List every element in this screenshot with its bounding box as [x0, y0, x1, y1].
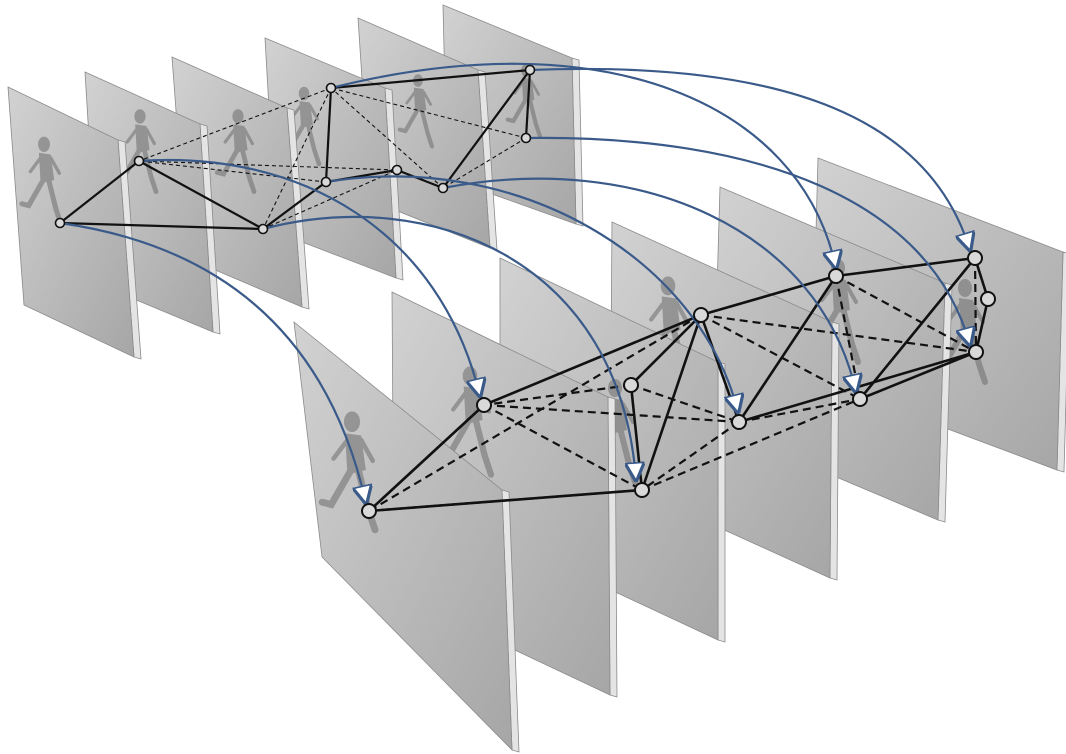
- graph-node-icon: [623, 377, 639, 393]
- upper-graph-edges: [59, 68, 532, 231]
- runner-arms: [405, 90, 432, 106]
- runner-head: [343, 411, 361, 433]
- runner-arms: [125, 127, 157, 146]
- runner-silhouette-icon: [214, 109, 257, 195]
- lower-dashed-edge: [738, 397, 861, 424]
- upper-solid-edge: [59, 221, 264, 231]
- graph-node-icon: [967, 250, 983, 266]
- graph-node-icon: [731, 414, 747, 430]
- runner-arms: [223, 127, 255, 146]
- lower-solid-edge: [700, 274, 837, 317]
- graph-node-icon: [320, 176, 332, 188]
- runner-legs: [397, 109, 435, 149]
- lower-dashed-edge: [700, 314, 861, 400]
- graph-node-icon: [133, 155, 145, 167]
- lower-solid-edge: [640, 314, 703, 491]
- lower-solid-edge: [630, 314, 702, 386]
- upper-solid-edge: [330, 68, 531, 90]
- upper-dashed-edge: [262, 87, 332, 230]
- graph-node-icon: [980, 291, 996, 307]
- runner-head: [38, 136, 50, 152]
- lower-graph-nodes: [361, 250, 996, 519]
- graph-node-icon: [361, 503, 377, 519]
- lower-dashed-edge: [483, 383, 632, 407]
- upper-dashed-edge: [442, 137, 527, 189]
- lower-solid-edge: [483, 313, 702, 407]
- runner-silhouette-icon: [397, 74, 435, 149]
- upper-dashed-edge: [138, 160, 327, 183]
- runner-head: [958, 279, 972, 297]
- upper-solid-edge: [442, 69, 531, 189]
- upper-frame: [7, 86, 142, 360]
- mapping-arrow: [529, 67, 970, 250]
- runner-arms: [820, 282, 858, 304]
- upper-dashed-edge: [138, 87, 332, 162]
- upper-solid-edge: [138, 160, 264, 230]
- lower-dashed-edge: [835, 275, 977, 353]
- graph-node-icon: [634, 482, 650, 498]
- graph-node-icon: [852, 391, 868, 407]
- graph-node-icon: [437, 182, 449, 194]
- graph-node-icon: [524, 64, 536, 76]
- lower-solid-edge: [859, 350, 977, 401]
- graph-node-icon: [257, 223, 269, 235]
- lower-dashed-edge: [483, 403, 740, 424]
- runner-arms: [28, 156, 62, 175]
- lower-dashed-edge: [630, 383, 740, 424]
- upper-solid-edge: [59, 160, 140, 224]
- lower-frame: [293, 321, 520, 753]
- graph-node-icon: [520, 132, 532, 144]
- lower-dashed-edge: [483, 404, 643, 491]
- lower-solid-edge: [368, 404, 485, 512]
- mapping-arrow: [325, 175, 738, 412]
- lower-dashed-edge: [641, 397, 861, 492]
- runner-arms: [331, 437, 375, 464]
- runner-head: [134, 109, 146, 124]
- graph-node-icon: [968, 344, 984, 360]
- mapping-arrow: [330, 62, 836, 268]
- runner-arms: [649, 300, 689, 324]
- lower-dashed-edge: [700, 313, 977, 354]
- mapping-arrow: [138, 158, 480, 396]
- lower-solid-edge: [368, 488, 643, 513]
- graph-node-icon: [54, 217, 66, 229]
- upper-solid-edge: [324, 87, 333, 183]
- lower-solid-edge: [835, 256, 976, 278]
- upper-dashed-edge: [330, 87, 527, 139]
- lower-dashed-edge: [641, 421, 740, 491]
- upper-dashed-edge: [262, 169, 398, 230]
- upper-graph-nodes: [54, 64, 536, 235]
- graph-node-icon: [325, 82, 337, 94]
- mapping-arrows: [59, 62, 970, 503]
- graph-node-icon: [828, 268, 844, 284]
- upper-frame-stack: [7, 4, 584, 360]
- runner-legs: [505, 99, 543, 139]
- runner-head: [232, 109, 244, 124]
- graph-node-icon: [476, 397, 492, 413]
- graph-node-icon: [693, 307, 709, 323]
- lower-solid-edge: [974, 298, 990, 353]
- graph-node-icon: [391, 164, 403, 176]
- upper-solid-edge: [524, 69, 532, 139]
- mapping-arrow: [262, 215, 636, 480]
- lower-solid-edge: [858, 257, 977, 400]
- lower-frame-stack: [293, 157, 1066, 753]
- upper-solid-edge: [396, 168, 444, 190]
- runner-legs: [214, 149, 257, 195]
- lower-solid-edge: [737, 275, 838, 423]
- lower-graph-edges: [368, 256, 990, 513]
- frame-edge: [717, 361, 726, 643]
- runner-arms: [513, 80, 540, 96]
- mapping-arrow: [59, 221, 366, 503]
- runner-head: [298, 86, 310, 101]
- mapping-arrow: [442, 177, 856, 392]
- upper-dashed-edge: [138, 160, 398, 171]
- mapping-arrow: [525, 136, 970, 345]
